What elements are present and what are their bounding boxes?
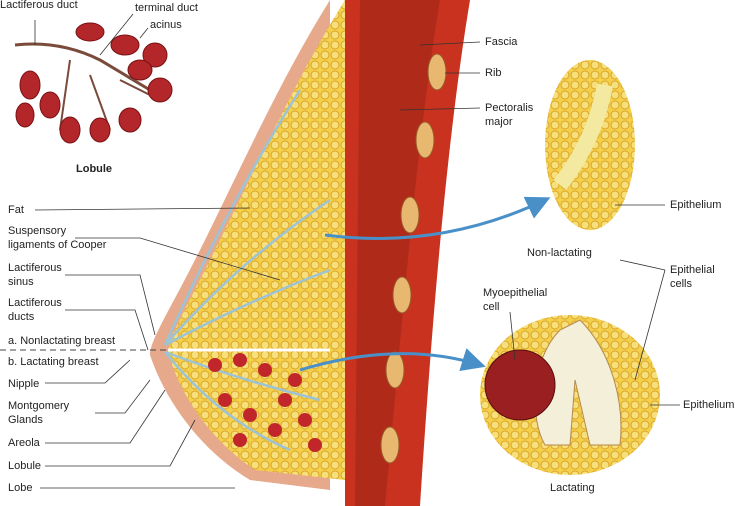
label-lobe: Lobe (8, 482, 33, 494)
label-sinus-2: sinus (8, 276, 34, 288)
label-epithelium-top: Epithelium (670, 199, 722, 211)
leader-lines (34, 13, 680, 489)
label-rib: Rib (485, 67, 502, 79)
label-areola: Areola (8, 437, 40, 449)
ribs (380, 53, 447, 464)
label-nipple: Nipple (8, 378, 40, 390)
fat-tissue (168, 0, 345, 480)
label-myoepithelial-1: Myoepithelial (483, 287, 548, 299)
label-fascia: Fascia (485, 36, 518, 48)
label-lactating-breast: b. Lactating breast (8, 356, 99, 368)
label-fat: Fat (8, 204, 24, 216)
label-suspensory-1: Suspensory (8, 225, 67, 237)
label-myoepithelial-2: cell (483, 301, 500, 313)
label-epithelial-2: cells (670, 278, 693, 290)
label-lactiferous-duct: Lactiferous duct (0, 0, 78, 11)
label-non-lactating: Non-lactating (527, 247, 592, 259)
lactating-lobules (208, 353, 322, 452)
label-acinus: acinus (150, 19, 182, 31)
lobule-inset (14, 22, 173, 144)
label-ducts-2: ducts (8, 311, 35, 323)
label-pectoralis-1: Pectoralis (485, 102, 534, 114)
label-sinus-1: Lactiferous (8, 262, 62, 274)
label-terminal-duct: terminal duct (135, 2, 198, 14)
label-lobule: Lobule (8, 460, 42, 472)
myoepithelial-cell-shape (484, 349, 556, 421)
label-lactating: Lactating (550, 482, 595, 494)
label-nonlactating-breast: a. Nonlactating breast (8, 335, 116, 347)
label-epithelium-bottom: Epithelium (683, 399, 735, 411)
lobule-title: Lobule (76, 163, 113, 175)
label-ducts-1: Lactiferous (8, 297, 62, 309)
lactiferous-ducts (163, 89, 331, 452)
arrow-to-non-lactating (324, 196, 551, 240)
label-pectoralis-2: major (485, 116, 513, 128)
label-montgomery-1: Montgomery (8, 400, 70, 412)
arrow-to-lactating (299, 348, 486, 372)
label-montgomery-2: Glands (8, 414, 43, 426)
label-epithelial-1: Epithelial (670, 264, 715, 276)
label-suspensory-2: ligaments of Cooper (8, 239, 107, 251)
